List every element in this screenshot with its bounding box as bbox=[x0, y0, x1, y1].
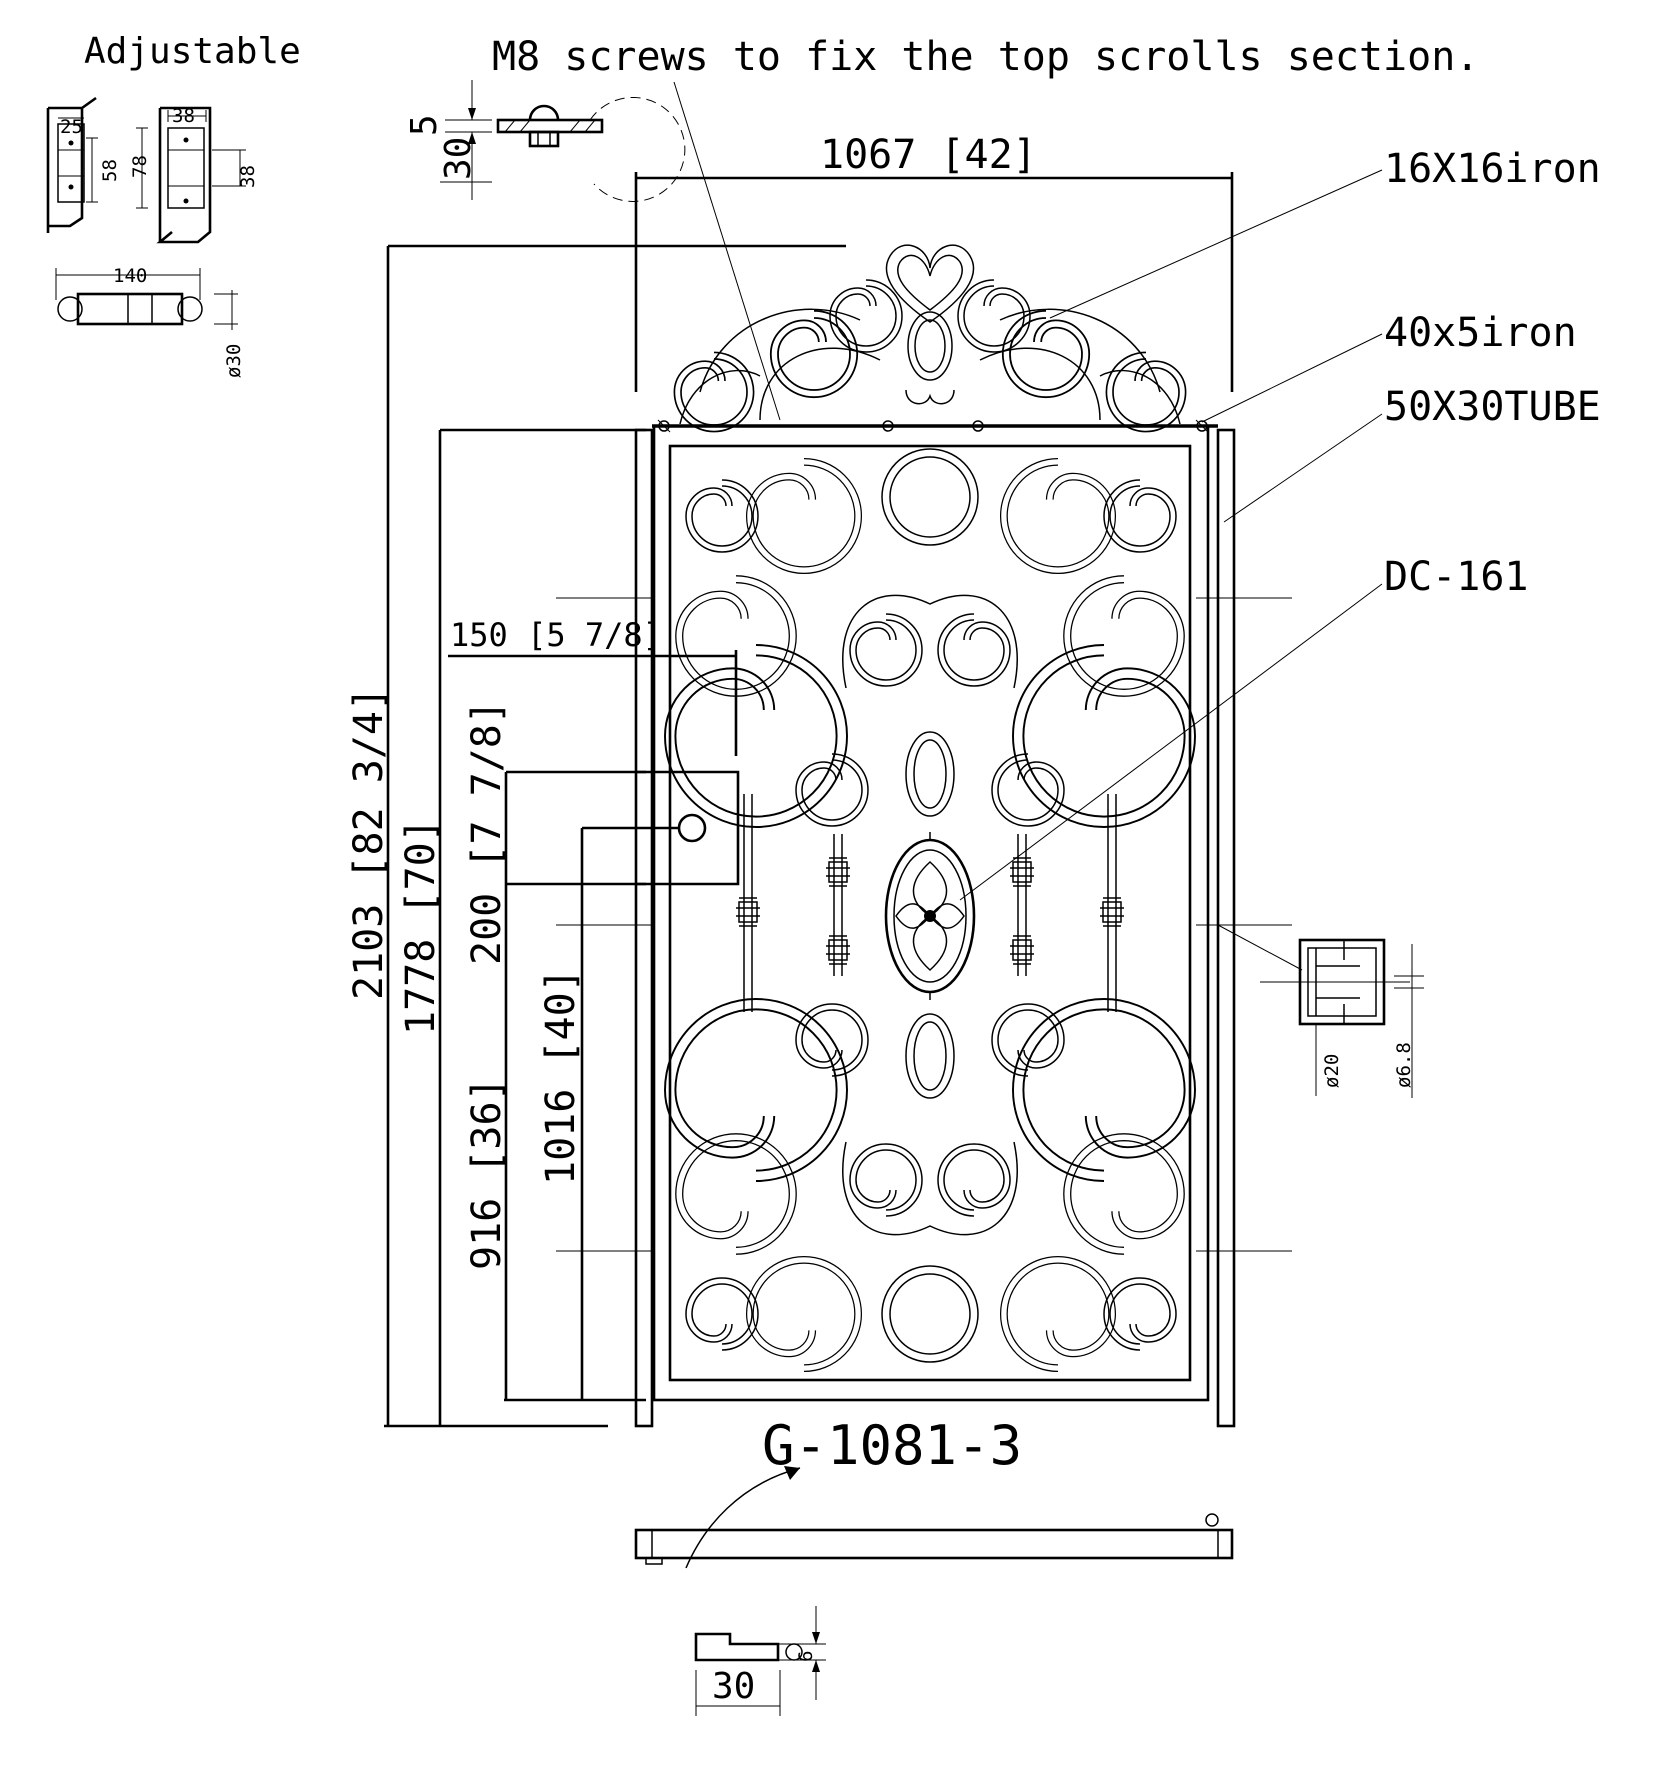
model-number: G-1081-3 bbox=[762, 1414, 1022, 1477]
hinge-pin: 140 ø30 bbox=[55, 265, 245, 378]
adjustable-label: Adjustable bbox=[84, 31, 301, 72]
dim-pin-140: 140 bbox=[113, 265, 147, 287]
gate-frame bbox=[556, 419, 1292, 1428]
dim-total-height: 2103 [82 3/4] bbox=[346, 687, 392, 1000]
lock-box bbox=[636, 770, 740, 886]
dim-hinge-25: 25 bbox=[60, 116, 83, 138]
dimension-width: 1067 [42] bbox=[634, 132, 1234, 392]
dim-screw-30: 30 bbox=[438, 137, 479, 180]
dim-lock-from-bottom: 916 [36] bbox=[464, 1077, 510, 1270]
plan-view bbox=[634, 1466, 1234, 1569]
dim-post-dia-68: ø6.8 bbox=[1393, 1042, 1415, 1088]
callouts: 16X16iron 40x5iron 50X30TUBE DC-161 bbox=[673, 81, 1601, 901]
top-rail-screws bbox=[657, 419, 1209, 433]
dim-hinge-58: 58 bbox=[99, 159, 121, 182]
top-scroll-crest bbox=[673, 244, 1187, 433]
dim-latch-30: 30 bbox=[712, 1666, 755, 1707]
dim-width: 1067 [42] bbox=[820, 132, 1037, 178]
dim-post-dia-20: ø20 bbox=[1321, 1054, 1343, 1088]
hinge-left-slot bbox=[57, 123, 85, 203]
hinge-right-plate bbox=[156, 106, 212, 244]
label-50x30-tube: 50X30TUBE bbox=[1384, 384, 1601, 430]
dim-pin-dia-30: ø30 bbox=[223, 344, 245, 378]
dim-hinge-38-top: 38 bbox=[172, 105, 195, 127]
dim-hinge-38-side: 38 bbox=[237, 165, 259, 188]
left-post bbox=[634, 428, 654, 1428]
hinge-detail: Adjustable 25 58 38 78 38 bbox=[46, 31, 301, 378]
dim-handle-from-bottom: 1016 [40] bbox=[538, 968, 584, 1185]
hinge-right-slot bbox=[167, 127, 205, 209]
dim-handle-offset: 150 [5 7/8] bbox=[450, 616, 662, 654]
dim-latch-6: 6 bbox=[795, 1651, 817, 1662]
latch-detail: 6 30 bbox=[694, 1606, 826, 1716]
label-dc-161: DC-161 bbox=[1384, 554, 1529, 600]
hinge-left-plate bbox=[46, 96, 97, 233]
spindles bbox=[735, 794, 1125, 1012]
inner-frame bbox=[668, 444, 1192, 1382]
post-section-detail: ø20 ø6.8 bbox=[1217, 924, 1424, 1098]
dimension-heights: 2103 [82 3/4] 1778 [70] 150 [5 7/8] 200 … bbox=[346, 244, 846, 1428]
screws-note: M8 screws to fix the top scrolls section… bbox=[492, 34, 1479, 80]
infill-scrollwork bbox=[664, 448, 1196, 1373]
label-16x16-iron: 16X16iron bbox=[1384, 146, 1601, 192]
handle-hole bbox=[677, 813, 707, 843]
dim-hinge-78: 78 bbox=[129, 155, 151, 178]
screw-detail: M8 screws to fix the top scrolls section… bbox=[404, 34, 1479, 202]
dim-frame-height: 1778 [70] bbox=[398, 818, 444, 1035]
dim-screw-5: 5 bbox=[404, 114, 445, 136]
right-post bbox=[1216, 428, 1236, 1428]
label-40x5-iron: 40x5iron bbox=[1384, 310, 1577, 356]
dc-161-medallion bbox=[884, 832, 976, 1000]
dim-lock-height: 200 [7 7/8] bbox=[464, 700, 510, 965]
